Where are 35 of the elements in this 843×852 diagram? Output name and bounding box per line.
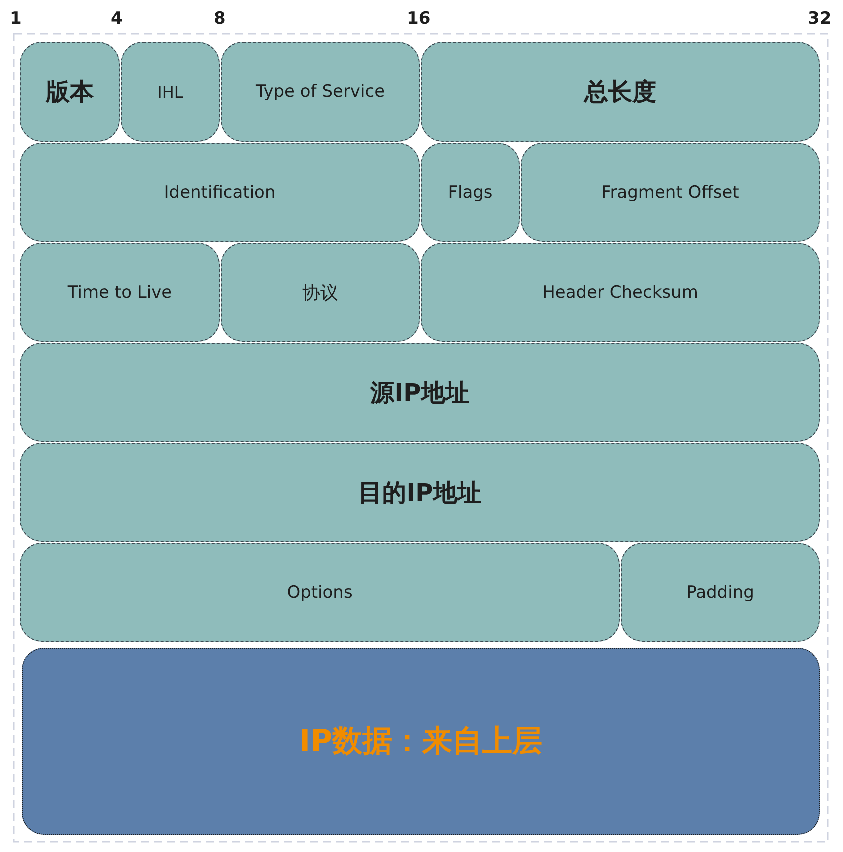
field-name: 源IP地址 — [370, 378, 470, 408]
bit-position-number: 32 — [808, 9, 832, 29]
field-name: IP数据：来自上层 — [299, 723, 543, 761]
header-field — [221, 243, 420, 342]
field-name: 总长度 — [584, 77, 656, 108]
field-name: 版本 — [46, 77, 94, 108]
header-field — [621, 543, 820, 642]
field-name: IHL — [158, 82, 184, 102]
header-field — [20, 443, 820, 542]
bit-position-number: 8 — [214, 9, 226, 29]
header-field — [20, 42, 120, 142]
header-field — [20, 143, 420, 242]
bit-position-number: 1 — [10, 9, 22, 29]
header-field — [221, 42, 420, 142]
header-field — [20, 343, 820, 442]
field-name: Padding — [686, 582, 754, 602]
header-field — [421, 42, 820, 142]
payload-block — [22, 648, 820, 835]
header-field — [521, 143, 820, 242]
header-field — [121, 42, 220, 142]
header-field — [421, 243, 820, 342]
field-name: Flags — [448, 182, 493, 202]
field-name: 协议 — [302, 282, 338, 304]
field-name: Type of Service — [256, 82, 386, 102]
bit-position-number: 4 — [111, 9, 123, 29]
field-name: Fragment Offset — [602, 182, 740, 202]
bit-position-number: 16 — [407, 9, 431, 29]
header-field — [20, 243, 220, 342]
field-name: Header Checksum — [542, 282, 698, 302]
field-name: Identification — [164, 182, 276, 202]
field-name: 目的IP地址 — [358, 478, 482, 508]
header-field — [421, 143, 520, 242]
field-name: Time to Live — [68, 282, 172, 302]
field-name: Options — [287, 582, 353, 602]
header-field — [20, 543, 620, 642]
